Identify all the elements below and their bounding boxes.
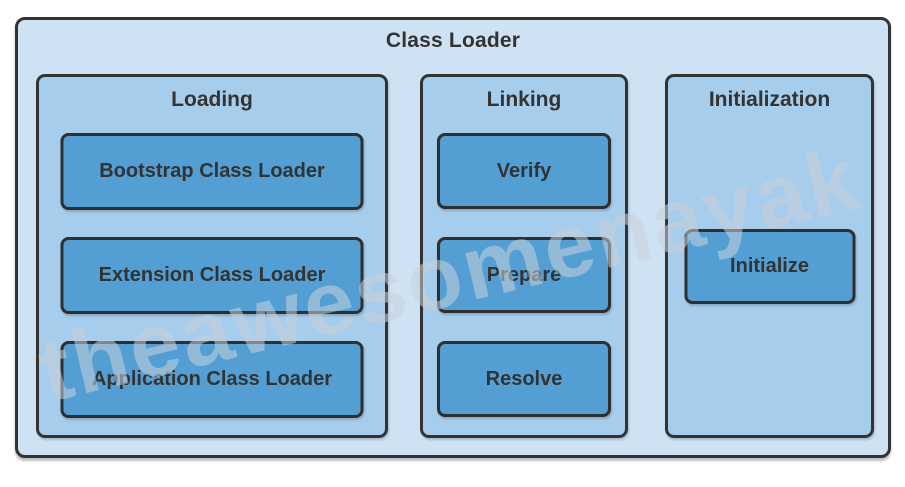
node-bootstrap-class-loader: Bootstrap Class Loader [60,133,364,210]
node-prepare: Prepare [437,237,611,313]
section-loading: Loading Bootstrap Class Loader Extension… [36,74,388,438]
section-linking-title: Linking [486,88,562,111]
node-initialize: Initialize [684,229,855,304]
node-verify: Verify [437,133,611,209]
section-loading-title: Loading [171,88,253,111]
class-loader-container: Class Loader Loading Bootstrap Class Loa… [15,17,891,458]
node-application-class-loader: Application Class Loader [60,341,364,418]
section-linking: Linking Verify Prepare Resolve [420,74,628,438]
section-initialization-title: Initialization [708,88,831,111]
section-initialization: Initialization Initialize [665,74,874,438]
node-resolve: Resolve [437,341,611,417]
node-extension-class-loader: Extension Class Loader [60,237,364,314]
diagram-title: Class Loader [385,29,521,52]
